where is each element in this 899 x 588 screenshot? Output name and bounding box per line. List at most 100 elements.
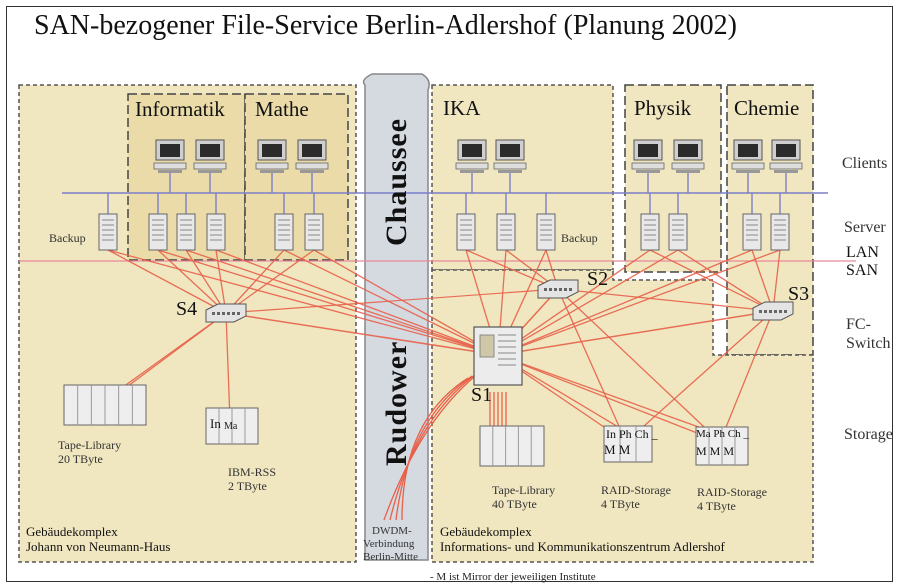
san-link bbox=[677, 249, 774, 312]
server-tower-icon bbox=[536, 213, 556, 251]
switch-label-s2: S2 bbox=[587, 268, 609, 290]
san-link bbox=[157, 249, 499, 356]
dwdm-cable bbox=[395, 375, 473, 521]
san-link bbox=[119, 312, 227, 393]
raid1-tags: In Ph Ch _ bbox=[606, 427, 658, 441]
side-label-switch: Switch bbox=[846, 335, 891, 352]
san-link bbox=[497, 249, 753, 356]
server-tower-icon bbox=[668, 213, 688, 251]
tape-right-label-1: Tape-Library bbox=[492, 483, 556, 497]
group-physik-label: Physik bbox=[634, 96, 692, 120]
complex-left-line-1: Gebäudekomplex bbox=[26, 524, 118, 539]
side-label-server: Server bbox=[844, 219, 886, 236]
storage-cabinet-icon bbox=[205, 407, 259, 445]
desktop-computer-icon bbox=[295, 139, 329, 173]
raid2-label-1: RAID-Storage bbox=[697, 485, 767, 499]
san-link bbox=[283, 249, 499, 356]
san-link bbox=[557, 288, 721, 443]
group-mathe-label: Mathe bbox=[255, 97, 309, 121]
san-link bbox=[772, 249, 781, 312]
desktop-computer-icon bbox=[255, 139, 289, 173]
san-link bbox=[107, 249, 227, 314]
road-label-lower: Rudower bbox=[380, 340, 413, 466]
san-link bbox=[497, 249, 651, 356]
san-link bbox=[719, 310, 774, 443]
san-link bbox=[225, 312, 499, 356]
side-label-storage: Storage bbox=[844, 426, 893, 443]
san-link bbox=[313, 249, 499, 356]
dwdm-line-3: Berlin-Mitte bbox=[363, 551, 418, 563]
dwdm-cable bbox=[401, 377, 469, 521]
raid1-mirror-tags: M M bbox=[604, 442, 631, 457]
tape-left-label-2: 20 TByte bbox=[58, 452, 103, 466]
zone-mathe bbox=[244, 93, 349, 261]
san-link bbox=[215, 249, 499, 356]
server-tower-icon bbox=[770, 213, 790, 251]
group-ika-label: IKA bbox=[443, 96, 481, 120]
desktop-computer-icon bbox=[153, 139, 187, 173]
road-label-upper: Chaussee bbox=[380, 117, 413, 246]
fc-director-icon bbox=[473, 326, 523, 386]
fc-switch-icon bbox=[537, 279, 579, 299]
side-label-lan: LAN bbox=[846, 244, 879, 261]
complex-right-line-2: Informations- und Kommunikationszentrum … bbox=[440, 539, 725, 554]
desktop-computer-icon bbox=[193, 139, 227, 173]
san-link bbox=[225, 288, 559, 314]
tape-left-label-1: Tape-Library bbox=[58, 438, 122, 452]
diagram-frame bbox=[6, 6, 893, 582]
san-link bbox=[557, 288, 627, 443]
san-link bbox=[225, 312, 231, 421]
switch-label-s4: S4 bbox=[176, 298, 198, 320]
tape-right-label-2: 40 TByte bbox=[492, 497, 537, 511]
server-tower-icon bbox=[274, 213, 294, 251]
lan-drops bbox=[107, 172, 787, 214]
server-tower-icon bbox=[742, 213, 762, 251]
ibm-tag-ma: Ma bbox=[224, 421, 238, 432]
side-label-clients: Clients bbox=[842, 155, 888, 172]
san-link bbox=[185, 249, 499, 356]
san-link bbox=[465, 249, 559, 290]
raid-storage-icon bbox=[695, 426, 749, 466]
server-tower-icon bbox=[496, 213, 516, 251]
footnote: - M ist Mirror der jeweiligen Institute bbox=[430, 571, 596, 583]
san-link bbox=[497, 354, 736, 441]
raid1-label-2: 4 TByte bbox=[601, 497, 640, 511]
san-link bbox=[185, 249, 227, 314]
side-label-san: SAN bbox=[846, 262, 879, 279]
desktop-computer-icon bbox=[769, 139, 803, 173]
side-label-fc: FC- bbox=[846, 316, 871, 333]
raid2-label-2: 4 TByte bbox=[697, 499, 736, 513]
san-link bbox=[497, 310, 774, 356]
backup-label-left: Backup bbox=[49, 231, 86, 245]
san-link bbox=[625, 310, 774, 443]
switch-label-s3: S3 bbox=[788, 283, 810, 305]
san-link bbox=[157, 249, 227, 314]
server-tower-icon bbox=[304, 213, 324, 251]
raid2-tags: Ma Ph Ch _ bbox=[696, 428, 749, 440]
san-link bbox=[225, 249, 285, 314]
fc-switch-icon bbox=[752, 301, 794, 321]
san-link bbox=[751, 249, 774, 312]
dwdm-cable bbox=[383, 371, 481, 521]
group-chemie-label: Chemie bbox=[734, 96, 800, 120]
server-tower-icon bbox=[456, 213, 476, 251]
desktop-computer-icon bbox=[731, 139, 765, 173]
server-tower-icon bbox=[148, 213, 168, 251]
desktop-computer-icon bbox=[455, 139, 489, 173]
server-tower-icon bbox=[98, 213, 118, 251]
raid-storage-icon bbox=[603, 425, 653, 463]
raid1-label-1: RAID-Storage bbox=[601, 483, 671, 497]
ibm-label-1: IBM-RSS bbox=[228, 465, 277, 479]
complex-left-line-2: Johann von Neumann-Haus bbox=[26, 539, 171, 554]
raid2-mirror-tags: M M M bbox=[696, 444, 735, 458]
backup-label-right: Backup bbox=[561, 231, 598, 245]
dwdm-line-1: DWDM- bbox=[372, 525, 412, 537]
switch-label-s1: S1 bbox=[471, 384, 493, 406]
san-link bbox=[215, 249, 227, 314]
server-tower-icon bbox=[640, 213, 660, 251]
devices bbox=[63, 139, 803, 467]
san-link bbox=[497, 354, 721, 443]
san-link bbox=[497, 249, 679, 356]
complex-right-line-1: Gebäudekomplex bbox=[440, 524, 532, 539]
